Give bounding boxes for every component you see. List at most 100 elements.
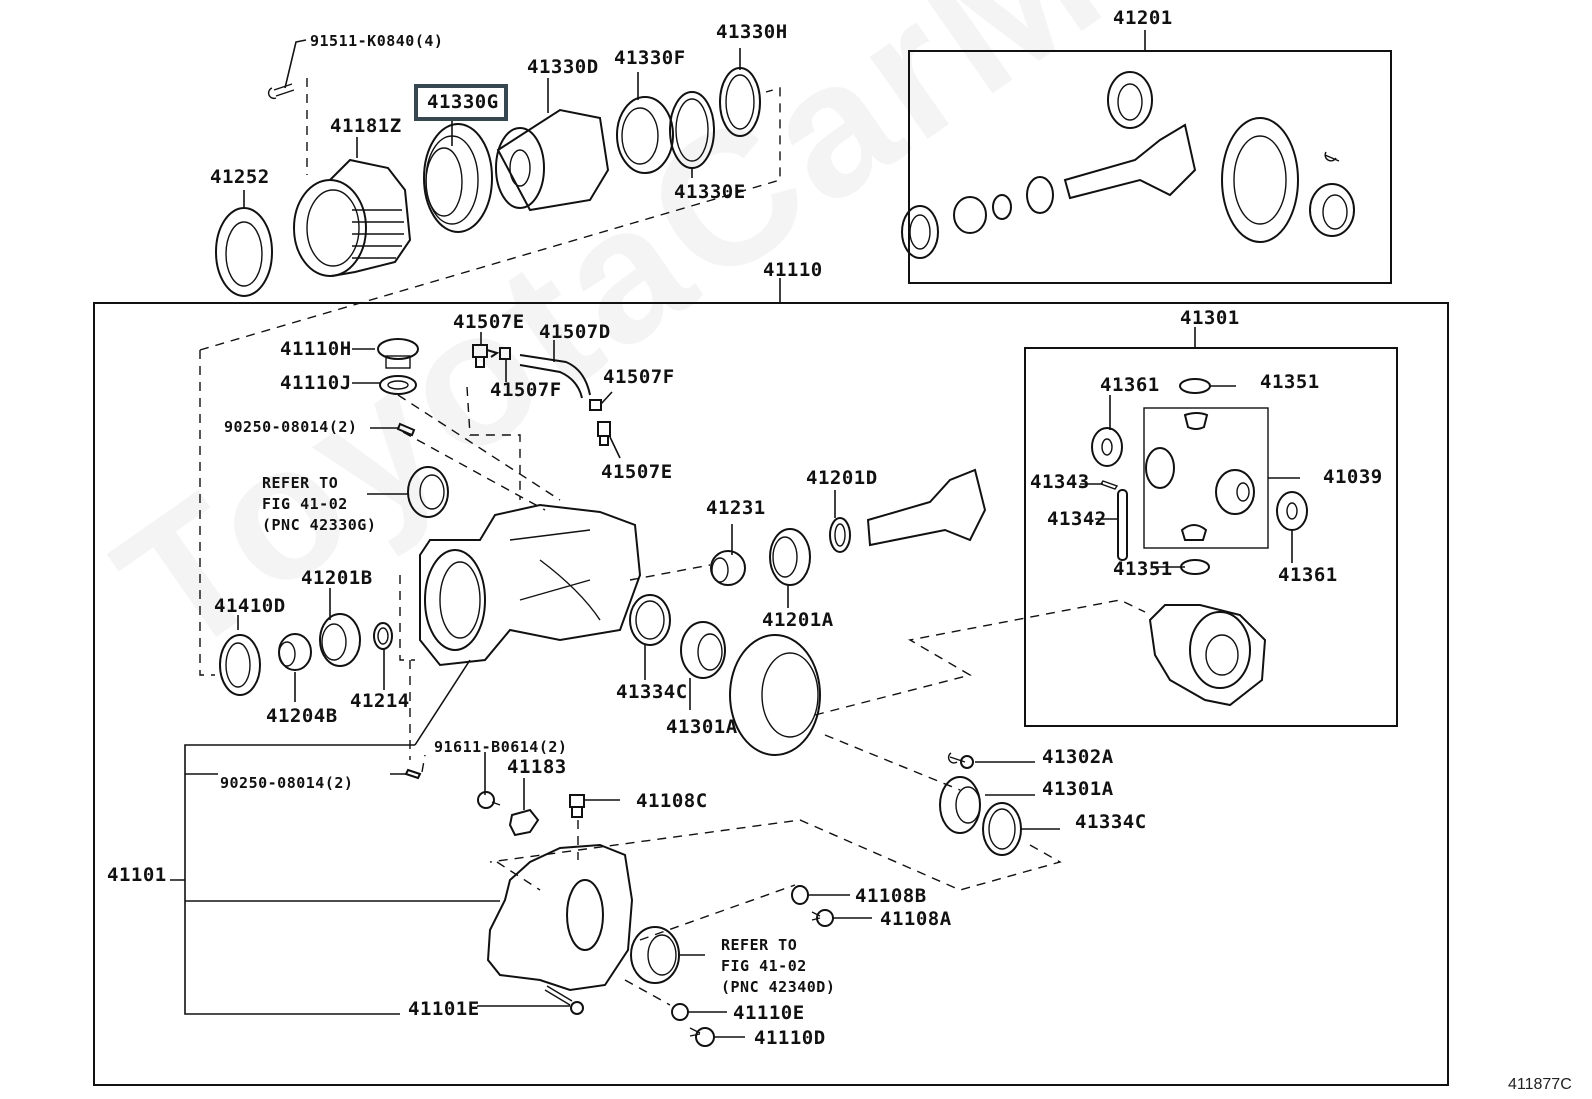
label-41330e[interactable]: 41330E <box>674 181 746 203</box>
dashed-plug-line <box>639 884 796 941</box>
label-41110e[interactable]: 41110E <box>733 1002 805 1024</box>
bearing-41330f-icon <box>616 72 674 174</box>
seal-41410d-icon <box>219 615 261 696</box>
label-41330d[interactable]: 41330D <box>527 56 599 78</box>
washer-41201d-icon <box>829 490 851 553</box>
label-41334c-right[interactable]: 41334C <box>1075 811 1147 833</box>
oil-seal-41334c-right-icon <box>982 802 1060 856</box>
dashed-ring-gear-line <box>814 599 1146 791</box>
highlight-box-41330g[interactable] <box>414 84 508 121</box>
label-41201[interactable]: 41201 <box>1113 7 1173 29</box>
bearing-41201a-icon <box>769 528 811 608</box>
dashed-drain-line <box>624 979 671 1006</box>
label-41110d[interactable]: 41110D <box>754 1027 826 1049</box>
label-41110h[interactable]: 41110H <box>280 338 352 360</box>
label-41201d[interactable]: 41201D <box>806 467 878 489</box>
label-41342[interactable]: 41342 <box>1047 508 1107 530</box>
label-90250-bottom[interactable]: 90250-08014(2) <box>220 774 354 792</box>
dashed-left-assembly <box>199 350 415 760</box>
label-41507f-left[interactable]: 41507F <box>490 379 562 401</box>
label-41039[interactable]: 41039 <box>1323 466 1383 488</box>
label-41343[interactable]: 41343 <box>1030 471 1090 493</box>
note-refer-top: REFER TO FIG 41-02 (PNC 42330G) <box>262 474 377 534</box>
differential-carrier-icon <box>419 503 642 667</box>
diff-case-parts <box>1080 327 1308 707</box>
label-41108c[interactable]: 41108C <box>636 790 708 812</box>
dashed-pinion-line <box>629 564 711 581</box>
gasket-41108b-icon <box>791 885 850 905</box>
pinion-gear-icon <box>866 468 987 547</box>
seal-refer-top-icon <box>367 466 449 518</box>
dashed-rear-cover-line <box>496 820 579 891</box>
label-41507e-bottom[interactable]: 41507E <box>601 461 673 483</box>
dashed-pin-bottom <box>421 754 426 773</box>
label-41101e[interactable]: 41101E <box>408 998 480 1020</box>
group-box-41301 <box>1024 347 1398 727</box>
label-41302a[interactable]: 41302A <box>1042 746 1114 768</box>
label-41101[interactable]: 41101 <box>107 864 167 886</box>
label-41252[interactable]: 41252 <box>210 166 270 188</box>
plug-41110d-icon <box>689 1027 745 1047</box>
bearing-41330g-icon <box>423 118 493 233</box>
dashed-breather-lines <box>397 386 561 511</box>
label-91511-k0840[interactable]: 91511-K0840(4) <box>310 32 444 50</box>
pin-90250-top-icon <box>370 422 416 437</box>
label-41351-bottom[interactable]: 41351 <box>1113 558 1173 580</box>
label-41361-bottom[interactable]: 41361 <box>1278 564 1338 586</box>
label-41334c-left[interactable]: 41334C <box>616 681 688 703</box>
seal-refer-bottom-icon <box>630 926 705 984</box>
bearing-41201b-icon <box>319 588 361 667</box>
dashed-right-bearing-line <box>489 819 1062 891</box>
label-41214[interactable]: 41214 <box>350 690 410 712</box>
spacer-41214-icon <box>373 622 393 690</box>
ring-41330h-icon <box>719 48 761 137</box>
label-41507e-top[interactable]: 41507E <box>453 311 525 333</box>
breather-41507-parts <box>472 332 621 459</box>
label-41410d[interactable]: 41410D <box>214 595 286 617</box>
label-90250-top[interactable]: 90250-08014(2) <box>224 418 358 436</box>
group-box-41201 <box>908 50 1392 284</box>
leader-41110-housing <box>414 659 471 746</box>
label-41108b[interactable]: 41108B <box>855 885 927 907</box>
label-41330g[interactable]: 41330G <box>427 91 499 113</box>
ring-41330e-icon <box>669 91 715 178</box>
label-41204b[interactable]: 41204B <box>266 705 338 727</box>
label-41231[interactable]: 41231 <box>706 497 766 519</box>
bearing-41301a-left-icon <box>680 621 726 710</box>
label-41301a-left[interactable]: 41301A <box>666 716 738 738</box>
sleeve-41330d-icon <box>495 78 610 212</box>
label-41361-top[interactable]: 41361 <box>1100 374 1160 396</box>
bolt-41101e-icon <box>477 985 584 1015</box>
bracket-41101 <box>170 744 500 1015</box>
label-41110[interactable]: 41110 <box>763 259 823 281</box>
bolt-41302a-icon <box>947 752 1035 769</box>
bolt-91511-icon <box>267 39 307 100</box>
pin-90250-bottom-icon <box>404 768 422 780</box>
label-41301a-right[interactable]: 41301A <box>1042 778 1114 800</box>
label-41330h[interactable]: 41330H <box>716 21 788 43</box>
label-41110j[interactable]: 41110J <box>280 372 352 394</box>
label-41181z[interactable]: 41181Z <box>330 115 402 137</box>
label-41301[interactable]: 41301 <box>1180 307 1240 329</box>
label-41351-top[interactable]: 41351 <box>1260 371 1320 393</box>
label-41108a[interactable]: 41108A <box>880 908 952 930</box>
nut-41204b-icon <box>278 633 312 702</box>
label-41330f[interactable]: 41330F <box>614 47 686 69</box>
label-41201a[interactable]: 41201A <box>762 609 834 631</box>
vent-41108c-icon <box>569 794 620 818</box>
label-41201b[interactable]: 41201B <box>301 567 373 589</box>
label-41507d[interactable]: 41507D <box>539 321 611 343</box>
oil-seal-41334c-left-icon <box>629 594 671 680</box>
gasket-41110j-icon <box>352 375 417 395</box>
group-box-41110 <box>93 302 1449 1086</box>
plug-41110h-icon <box>352 338 419 369</box>
seal-41252-icon <box>215 190 273 297</box>
spacer-41231-icon <box>710 524 746 586</box>
label-91611-b0614[interactable]: 91611-B0614(2) <box>434 738 568 756</box>
ring-gear-icon <box>729 634 821 756</box>
label-41183[interactable]: 41183 <box>507 756 567 778</box>
figure-number: 411877C <box>1508 1076 1572 1093</box>
label-41507f-right[interactable]: 41507F <box>603 366 675 388</box>
bolt-91611-icon <box>477 752 501 809</box>
